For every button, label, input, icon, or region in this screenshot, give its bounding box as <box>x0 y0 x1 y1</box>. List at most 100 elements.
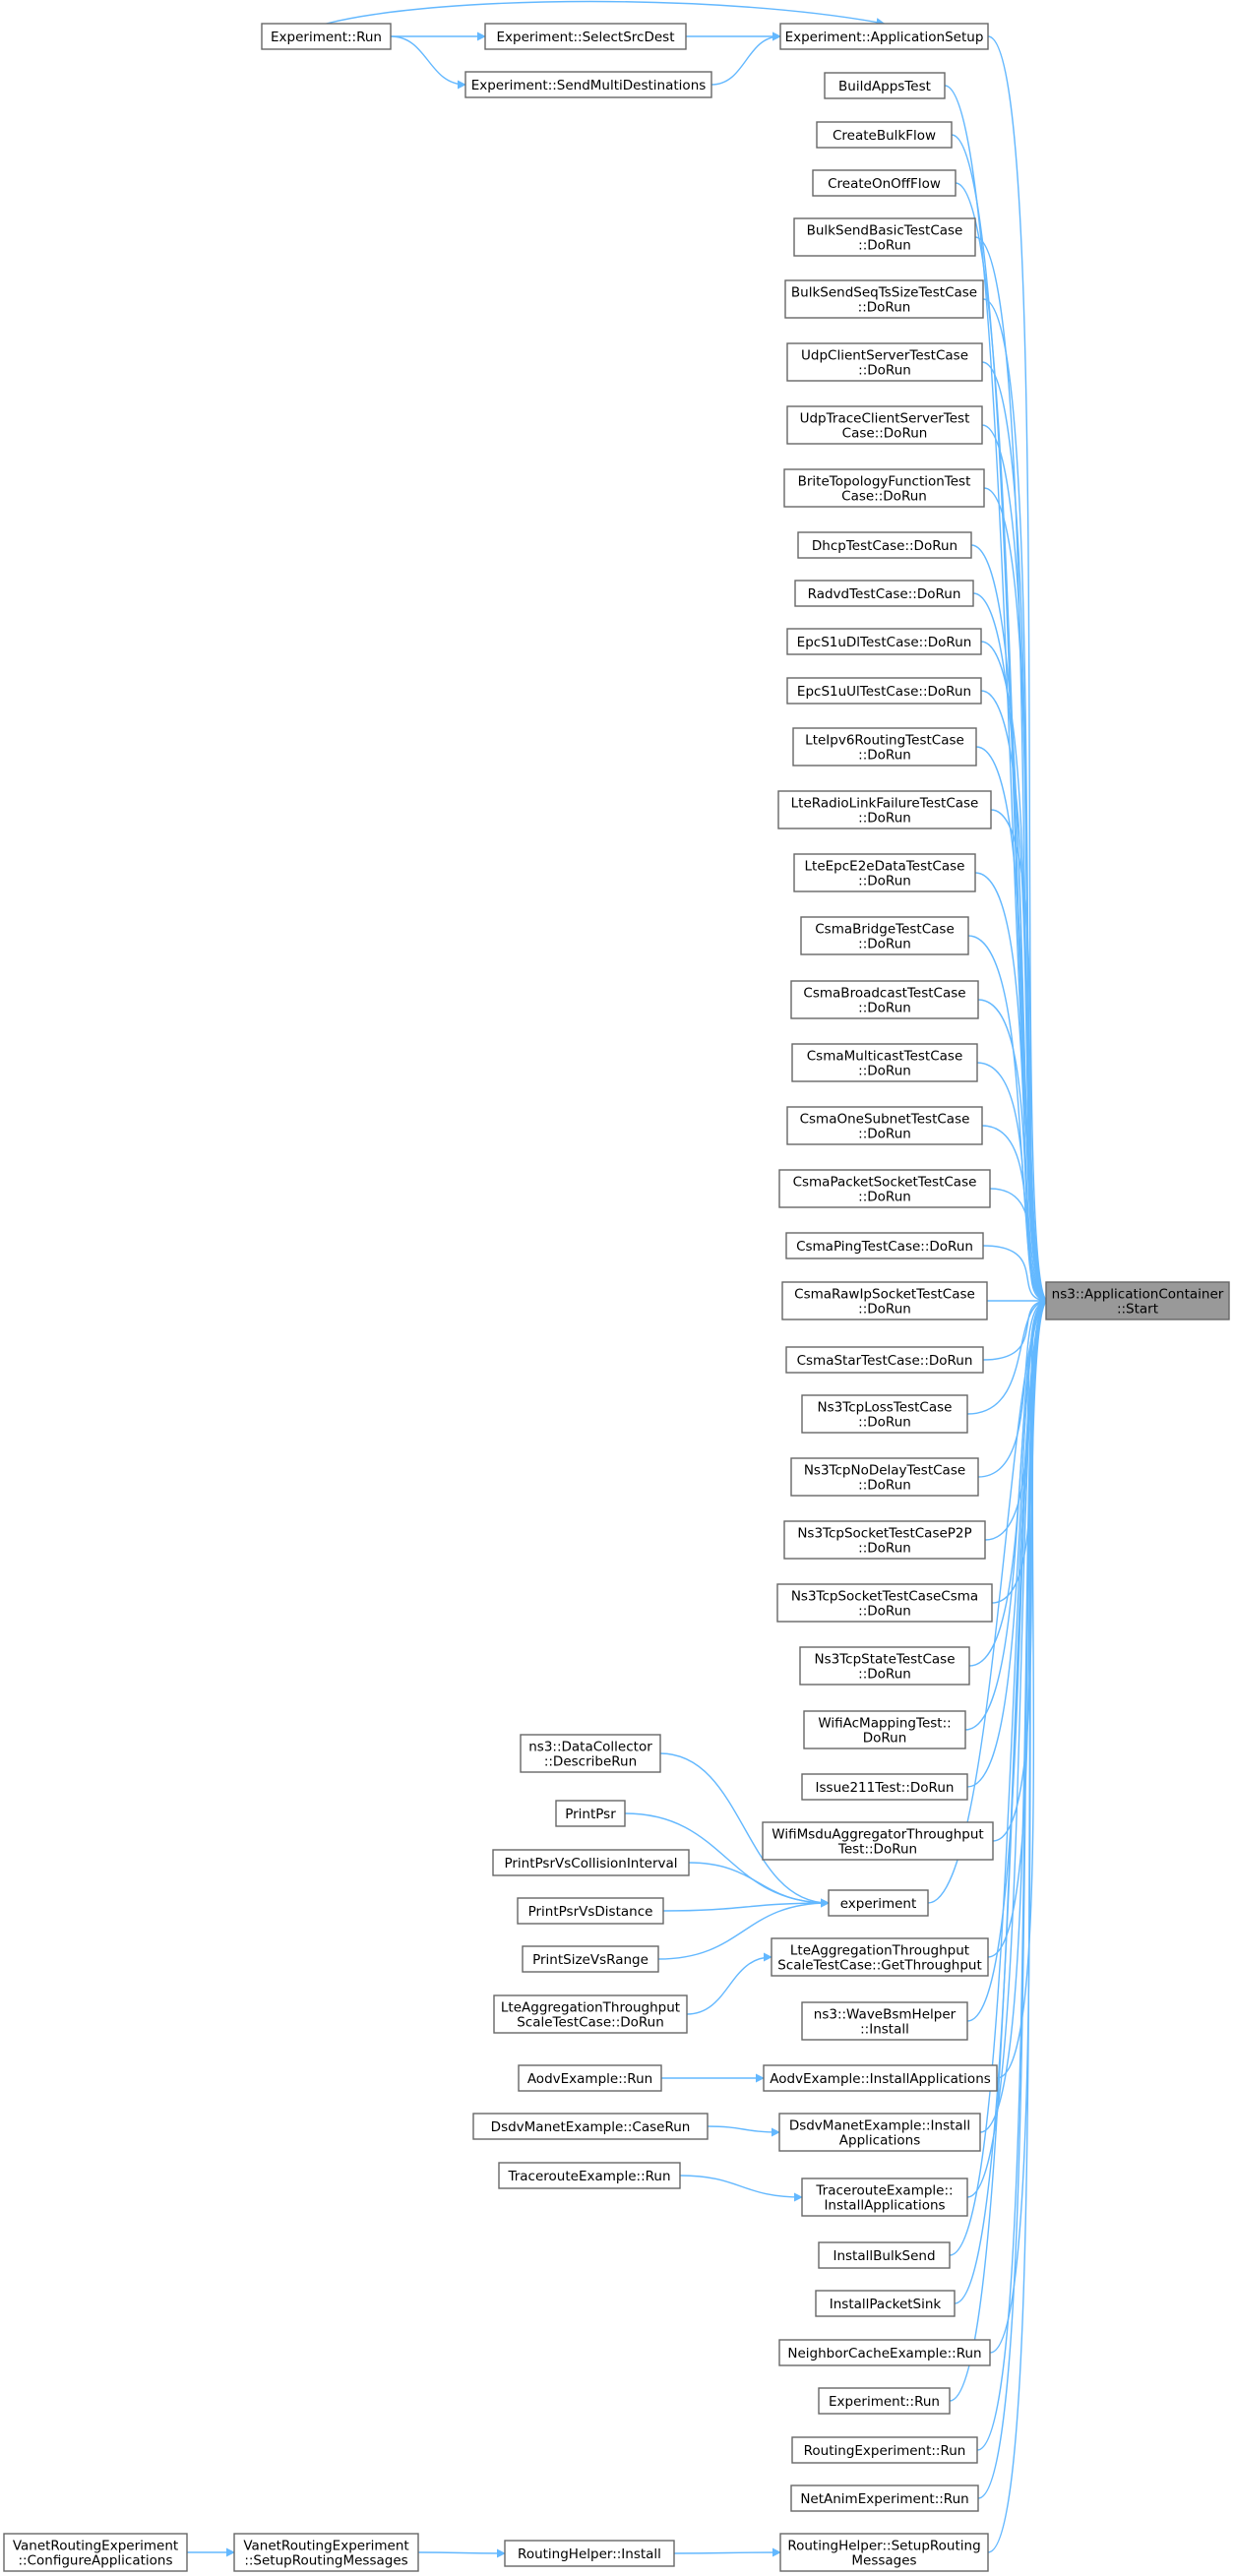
node-createbulk[interactable]: CreateBulkFlow <box>816 121 953 149</box>
node-tcpp2p[interactable]: Ns3TcpSocketTestCaseP2P::DoRun <box>783 1520 986 1560</box>
node-box <box>801 1773 968 1801</box>
node-box <box>783 468 985 508</box>
node-vanetconf[interactable]: VanetRoutingExperiment::ConfigureApplica… <box>3 2533 188 2572</box>
node-dhcp[interactable]: DhcpTestCase::DoRun <box>797 531 972 559</box>
node-csmaping[interactable]: CsmaPingTestCase::DoRun <box>785 1232 984 1259</box>
node-radvd[interactable]: RadvdTestCase::DoRun <box>794 580 974 607</box>
edge-netanim-to-target <box>977 1296 1049 2499</box>
node-printdist[interactable]: PrintPsrVsDistance <box>517 1897 664 1925</box>
node-box <box>785 1346 984 1374</box>
node-lteaggget[interactable]: LteAggregationThroughputScaleTestCase::G… <box>771 1937 989 1977</box>
node-sendmulti[interactable]: Experiment::SendMultiDestinations <box>464 71 712 98</box>
node-label: DsdvManetExample::CaseRun <box>491 2119 691 2135</box>
node-csmaone[interactable]: CsmaOneSubnetTestCase::DoRun <box>786 1106 983 1145</box>
node-tcpcsma[interactable]: Ns3TcpSocketTestCaseCsma::DoRun <box>776 1583 993 1623</box>
edge-instpkt-to-target <box>954 1296 1049 2304</box>
node-trrun[interactable]: TracerouteExample::Run <box>498 2162 681 2189</box>
node-dsdvinst[interactable]: DsdvManetExample::InstallApplications <box>778 2113 981 2152</box>
node-epcdl[interactable]: EpcS1uDlTestCase::DoRun <box>786 628 982 655</box>
node-csmamcast[interactable]: CsmaMulticastTestCase::DoRun <box>791 1043 978 1082</box>
node-bulkseq[interactable]: BulkSendSeqTsSizeTestCase::DoRun <box>784 279 984 319</box>
node-aodvrun[interactable]: AodvExample::Run <box>518 2064 662 2092</box>
node-box <box>472 2113 709 2140</box>
node-lteipv6[interactable]: LteIpv6RoutingTestCase::DoRun <box>792 727 977 767</box>
node-label: NetAnimExperiment::Run <box>800 2491 968 2507</box>
node-neighbor[interactable]: NeighborCacheExample::Run <box>778 2339 991 2366</box>
node-label: CsmaMulticastTestCase <box>807 1049 963 1065</box>
node-box <box>484 23 687 50</box>
node-label: BuildAppsTest <box>838 79 931 94</box>
node-csmabcast[interactable]: CsmaBroadcastTestCase::DoRun <box>790 980 979 1019</box>
node-tcploss[interactable]: Ns3TcpLossTestCase::DoRun <box>801 1394 968 1434</box>
node-label: BriteTopologyFunctionTest <box>798 474 971 490</box>
node-label: ::DoRun <box>858 748 911 764</box>
node-label: CreateOnOffFlow <box>828 176 941 192</box>
node-label: ::DoRun <box>858 937 911 952</box>
node-label: ::DoRun <box>858 300 911 316</box>
node-dsdvcase[interactable]: DsdvManetExample::CaseRun <box>472 2113 709 2140</box>
node-bulkbasic[interactable]: BulkSendBasicTestCase::DoRun <box>793 217 976 257</box>
node-box <box>778 2113 981 2152</box>
node-datacoll[interactable]: ns3::DataCollector::DescribeRun <box>520 1734 661 1773</box>
node-wavebsm[interactable]: ns3::WaveBsmHelper::Install <box>801 2001 968 2041</box>
node-createonoff[interactable]: CreateOnOffFlow <box>812 169 957 197</box>
node-epcul[interactable]: EpcS1uUlTestCase::DoRun <box>786 677 982 705</box>
node-printpsr[interactable]: PrintPsr <box>555 1800 626 1827</box>
node-box <box>786 677 982 705</box>
edge-udptrace-to-target <box>981 424 1049 1306</box>
node-csmabridge[interactable]: CsmaBridgeTestCase::DoRun <box>800 916 969 955</box>
node-label: ::DoRun <box>858 1302 911 1318</box>
node-label: InstallApplications <box>824 2198 945 2214</box>
node-buildapps[interactable]: BuildAppsTest <box>824 72 946 99</box>
node-csmastar[interactable]: CsmaStarTestCase::DoRun <box>785 1346 984 1374</box>
node-label: WifiAcMappingTest:: <box>818 1716 951 1732</box>
node-label: RoutingExperiment::Run <box>804 2443 966 2459</box>
node-printsize[interactable]: PrintSizeVsRange <box>522 1945 659 1973</box>
node-udpcs[interactable]: UdpClientServerTestCase::DoRun <box>786 342 983 382</box>
node-aodvinst[interactable]: AodvExample::InstallApplications <box>763 2064 998 2092</box>
node-vanetsetup[interactable]: VanetRoutingExperiment::SetupRoutingMess… <box>233 2533 419 2572</box>
node-tcpstate[interactable]: Ns3TcpStateTestCase::DoRun <box>799 1646 970 1686</box>
node-label: Ns3TcpSocketTestCaseCsma <box>791 1589 978 1605</box>
edge-tcpnodelay-to-target <box>977 1296 1049 1478</box>
node-experiment[interactable]: experiment <box>828 1889 929 1917</box>
node-box <box>777 790 992 829</box>
node-label: Applications <box>839 2133 920 2149</box>
node-exprun1[interactable]: Experiment::Run <box>261 23 392 50</box>
node-lteepc[interactable]: LteEpcE2eDataTestCase::DoRun <box>793 853 976 892</box>
node-instbulk[interactable]: InstallBulkSend <box>818 2241 951 2269</box>
node-csmaraw[interactable]: CsmaRawIpSocketTestCase::DoRun <box>781 1281 988 1320</box>
node-box <box>818 2241 951 2269</box>
node-trinst[interactable]: TracerouteExample::InstallApplications <box>801 2177 968 2217</box>
node-tcpnodelay[interactable]: Ns3TcpNoDelayTestCase::DoRun <box>790 1457 979 1497</box>
node-csmapkt[interactable]: CsmaPacketSocketTestCase::DoRun <box>778 1169 991 1208</box>
node-box <box>504 2540 675 2567</box>
node-box <box>801 1394 968 1434</box>
node-appsetup[interactable]: Experiment::ApplicationSetup <box>779 23 989 50</box>
node-lterlf[interactable]: LteRadioLinkFailureTestCase::DoRun <box>777 790 992 829</box>
node-instpkt[interactable]: InstallPacketSink <box>815 2290 956 2317</box>
node-label: Experiment::SelectSrcDest <box>496 30 674 45</box>
node-printcoll[interactable]: PrintPsrVsCollisionInterval <box>492 1849 690 1876</box>
node-lteaggrun[interactable]: LteAggregationThroughputScaleTestCase::D… <box>493 1994 688 2034</box>
edge-sendmulti-to-appsetup <box>710 31 781 86</box>
edge-appsetup-to-target <box>987 35 1049 1306</box>
node-issue211[interactable]: Issue211Test::DoRun <box>801 1773 968 1801</box>
node-exprun2[interactable]: Experiment::Run <box>818 2387 951 2415</box>
node-label: PrintPsr <box>565 1807 616 1822</box>
node-netanim[interactable]: NetAnimExperiment::Run <box>790 2484 979 2512</box>
node-rhsetup[interactable]: RoutingHelper::SetupRoutingMessages <box>779 2533 989 2572</box>
node-routingexp[interactable]: RoutingExperiment::Run <box>791 2436 978 2464</box>
node-target[interactable]: ns3::ApplicationContainer::Start <box>1045 1281 1230 1320</box>
edge-trrun-to-trinst <box>679 2175 803 2202</box>
node-selectsrc[interactable]: Experiment::SelectSrcDest <box>484 23 687 50</box>
edge-exprun1-to-sendmulti <box>390 35 466 90</box>
node-rhinstall[interactable]: RoutingHelper::Install <box>504 2540 675 2567</box>
node-wifiac[interactable]: WifiAcMappingTest::DoRun <box>803 1710 966 1749</box>
edge-exprun1-to-appsetup <box>326 0 886 27</box>
node-box <box>828 1889 929 1917</box>
